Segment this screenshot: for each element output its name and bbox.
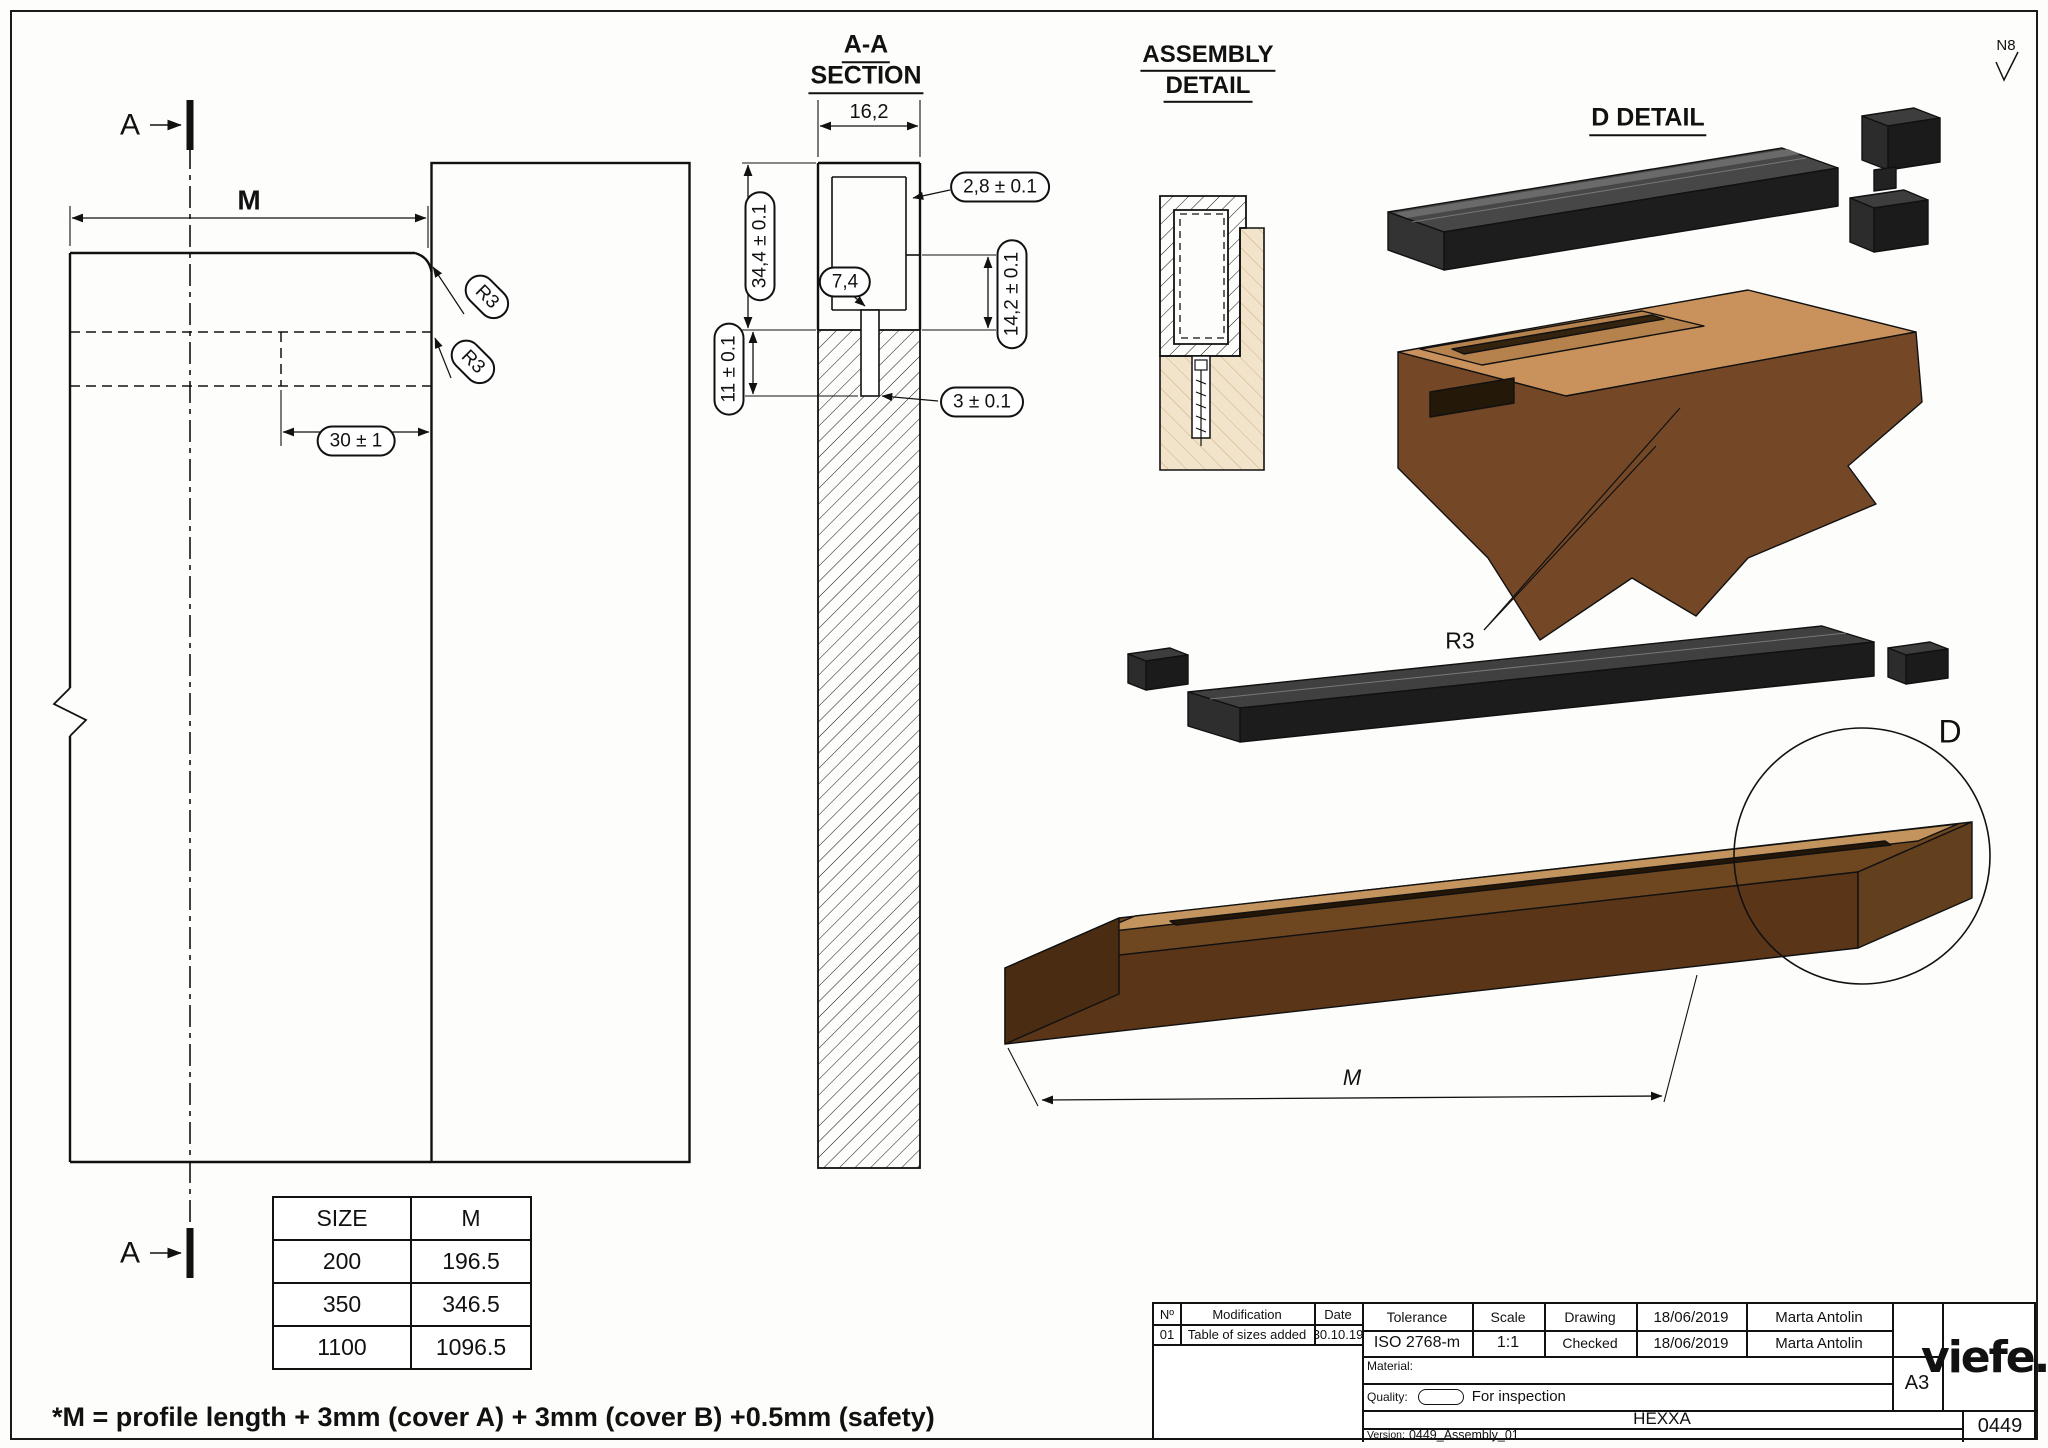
rev-col-no: Nº	[1159, 1306, 1175, 1322]
rev-no: 01	[1159, 1326, 1175, 1342]
divider-line	[1180, 1304, 1182, 1344]
section-marker-a-top: A	[119, 108, 141, 142]
m-cell: 1096.5	[410, 1325, 532, 1370]
quality-label: Quality:	[1367, 1389, 1408, 1404]
size-cell: 1100	[272, 1325, 412, 1370]
section-marker-a-bottom: A	[119, 1236, 141, 1270]
title-block: Nº Modification Date 01 Table of sizes a…	[1152, 1302, 2048, 1442]
assembly-detail-title-2: DETAIL	[1163, 72, 1253, 104]
divider-line	[1154, 1324, 1362, 1326]
divider-line	[1362, 1383, 1892, 1385]
section-view-title-2: SECTION	[808, 62, 924, 94]
d-detail-view	[1387, 107, 1941, 641]
drawing-date: 18/06/2019	[1653, 1308, 1729, 1326]
footnote: *M = profile length + 3mm (cover A) + 3m…	[52, 1402, 935, 1432]
rev-modification: Table of sizes added	[1187, 1326, 1307, 1342]
sheet-border	[10, 10, 2038, 1440]
screw-depth-dim: 11 ± 0.1	[713, 322, 745, 416]
detail-circle-label: D	[1938, 713, 1962, 750]
size-table-row: 1100 1096.5	[272, 1325, 532, 1370]
section-view	[742, 100, 996, 1169]
size-cell: 200	[272, 1239, 412, 1284]
assembly-length-label: M	[1342, 1064, 1362, 1090]
size-table-header-row: SIZE M	[272, 1196, 532, 1241]
m-col-header: M	[410, 1196, 532, 1241]
d-detail-radius-label: R3	[1445, 627, 1475, 654]
tolerance-label: Tolerance	[1386, 1309, 1448, 1325]
doc-number: 0449	[1977, 1414, 2023, 1437]
quality-row: Quality: For inspection	[1362, 1383, 1892, 1410]
assembly-3d-view	[1004, 625, 1991, 1107]
rev-col-date: Date	[1324, 1306, 1352, 1322]
size-cell: 350	[272, 1282, 412, 1327]
assembly-detail-title-1: ASSEMBLY	[1140, 41, 1276, 73]
quality-stamp-oval	[1417, 1388, 1464, 1405]
assembly-detail-view	[1159, 195, 1265, 471]
wall-dim: 2,8 ± 0.1	[950, 171, 1050, 203]
checked-label: Checked	[1562, 1335, 1618, 1351]
divider-line	[1362, 1330, 1892, 1332]
version-label: Version:	[1367, 1429, 1405, 1441]
size-col-header: SIZE	[272, 1196, 412, 1241]
height-dim: 34,4 ± 0.1	[744, 190, 776, 302]
size-table-row: 350 346.5	[272, 1282, 532, 1327]
size-table-row: 200 196.5	[272, 1239, 532, 1284]
section-view-title-1: A-A	[841, 31, 891, 63]
version-row: Version: 0449_Assembly_01	[1362, 1428, 1962, 1442]
inner-height-dim: 14,2 ± 0.1	[996, 238, 1028, 350]
tolerance-value: ISO 2768-m	[1373, 1334, 1461, 1351]
slot-dim: 3 ± 0.1	[940, 386, 1024, 418]
product-name: HEXXA	[1633, 1410, 1691, 1428]
length-dim-label: M	[237, 184, 261, 216]
version-value: 0449_Assembly_01	[1408, 1428, 1519, 1442]
m-cell: 346.5	[410, 1282, 532, 1327]
divider-line	[1362, 1410, 2038, 1412]
divider-line	[1314, 1304, 1316, 1344]
scale-label: Scale	[1490, 1309, 1526, 1325]
m-cell: 196.5	[410, 1239, 532, 1284]
rev-date: 30.10.19	[1314, 1326, 1362, 1342]
drawing-label: Drawing	[1564, 1309, 1616, 1325]
paper-size: A3	[1904, 1371, 1930, 1394]
checked-author: Marta Antolin	[1775, 1334, 1863, 1352]
side-view	[52, 100, 691, 1278]
material-label: Material:	[1367, 1359, 1414, 1373]
surface-finish-icon	[1995, 51, 2019, 82]
quality-value: For inspection	[1471, 1388, 1566, 1405]
brand-logo: viefe. ®	[1921, 1304, 2048, 1410]
rev-col-modification: Modification	[1212, 1306, 1282, 1322]
divider-line	[1362, 1304, 1364, 1442]
scale-value: 1:1	[1496, 1334, 1520, 1351]
size-table: SIZE M 200 196.5 350 346.5 1100 1096.5	[272, 1196, 532, 1370]
slot-width-dim: 7,4	[818, 266, 872, 298]
checked-date: 18/06/2019	[1653, 1334, 1729, 1352]
brand-wordmark: viefe.	[1921, 1331, 2048, 1383]
divider-line	[1942, 1304, 1944, 1410]
d-detail-title: D DETAIL	[1589, 104, 1707, 136]
divider-line	[1362, 1428, 1962, 1430]
divider-line	[1362, 1356, 1942, 1358]
surface-finish-label: N8	[1996, 36, 2016, 54]
width-dim: 16,2	[849, 101, 889, 123]
depth-dim: 30 ± 1	[316, 425, 396, 457]
divider-line	[1962, 1410, 1964, 1442]
drawing-author: Marta Antolin	[1775, 1308, 1863, 1326]
divider-line	[1154, 1344, 1362, 1346]
